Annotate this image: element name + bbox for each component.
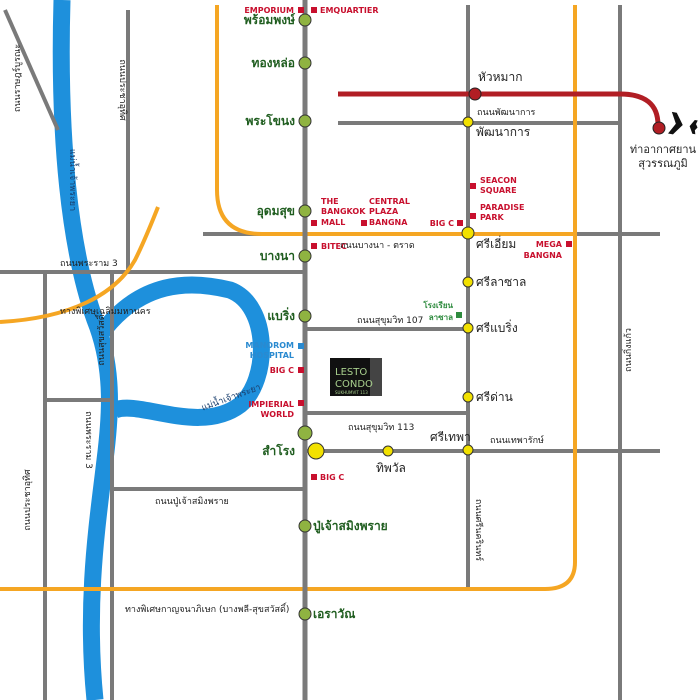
road-label: ถนนประชาอุทิศ bbox=[117, 59, 128, 121]
road-label: ถนนประชาอุทิศ bbox=[22, 469, 33, 531]
airplane-icon bbox=[666, 111, 698, 135]
poi-label: HOSPITAL bbox=[250, 351, 294, 360]
chao-phraya-river bbox=[52, 0, 118, 700]
yellow-station-dots bbox=[307, 116, 475, 460]
poi-label: PLAZA bbox=[369, 207, 399, 216]
chao-phraya-river-loop bbox=[93, 276, 270, 426]
station-label: ปู่เจ้าสมิงพราย bbox=[313, 519, 388, 534]
road-label: ถนนพระราม 3 bbox=[83, 411, 93, 469]
poi-label: BANGNA bbox=[524, 251, 563, 260]
station-label: บางนา bbox=[260, 249, 295, 263]
station-label: พัฒนาการ bbox=[476, 125, 531, 139]
road-label: ถนนพัฒนาการ bbox=[477, 108, 536, 118]
poi-label: EMQUARTIER bbox=[320, 6, 379, 15]
poi-label: ลาซาล bbox=[429, 313, 453, 322]
poi-label: BIG C bbox=[430, 219, 454, 228]
road-label: ถนนพระราม 3 bbox=[60, 259, 118, 269]
airport-label-1: ท่าอากาศยาน bbox=[630, 143, 697, 156]
poi-label: BITEC bbox=[321, 242, 347, 251]
station-label: ศรีลาซาล bbox=[476, 275, 526, 289]
road-label: ถนนปู่เจ้าสมิงพราย bbox=[155, 496, 229, 507]
poi-label: CENTRAL bbox=[369, 197, 410, 206]
station-label: สำโรง bbox=[262, 443, 295, 458]
station-label: พร้อมพงษ์ bbox=[244, 13, 295, 27]
station-label: พระโขนง bbox=[245, 113, 295, 128]
poi-label: SEACON bbox=[480, 176, 517, 185]
station-label: หัวหมาก bbox=[478, 70, 522, 84]
poi-label: PARADISE bbox=[480, 203, 525, 212]
poi-label: PARK bbox=[480, 213, 504, 222]
road-label: ทางพิเศษกาญจนาภิเษก (บางพลี-สุขสวัสดิ์) bbox=[125, 602, 289, 615]
poi-label: BANGKOK bbox=[321, 207, 366, 216]
road-label: ถนนศรีนครินทร์ bbox=[473, 499, 485, 561]
poi-label: BIG C bbox=[320, 473, 344, 482]
poi-label: MALL bbox=[321, 218, 345, 227]
condo-sub: SUKHUMVIT 113 bbox=[335, 390, 368, 395]
station-label: ศรีเอี่ยม bbox=[476, 235, 516, 251]
poi-label: WORLD bbox=[260, 410, 294, 419]
poi-label: MANOROM bbox=[245, 341, 294, 350]
poi-label: MEGA bbox=[536, 240, 563, 249]
road-label: ถนนบางนา - ตราด bbox=[340, 241, 415, 251]
station-label: เอราวัณ bbox=[313, 607, 355, 621]
condo-title-2: CONDO bbox=[335, 379, 373, 390]
poi-label: BANGNA bbox=[369, 218, 408, 227]
poi-label: BIG C bbox=[270, 366, 294, 375]
poi-label: IMPIERIAL bbox=[248, 400, 294, 409]
airport-rail-link bbox=[338, 91, 661, 126]
station-label: ทองหล่อ bbox=[252, 56, 295, 70]
green-station-dots bbox=[297, 13, 313, 621]
station-label: ศรีด่าน bbox=[476, 390, 513, 404]
road-label: ทางพิเศษเฉลิมมหานคร bbox=[60, 306, 151, 317]
expressways bbox=[0, 5, 577, 591]
station-label: อุดมสุข bbox=[257, 204, 295, 219]
road-label: ถนนสุขสวัสดิ์ bbox=[94, 313, 107, 366]
airport-station bbox=[652, 121, 666, 135]
road-label: ถนนราษฎร์บูรณะ bbox=[11, 44, 23, 112]
poi-label: โรงเรียน bbox=[422, 300, 453, 310]
condo-title-1: LESTO bbox=[335, 367, 367, 378]
poi-markers bbox=[298, 7, 572, 480]
airport-label-2: สุวรรณภูมิ bbox=[638, 157, 687, 170]
road-label: ถนนสุขุมวิท 113 bbox=[348, 422, 414, 433]
road-label: ถนนสุขุมวิท 107 bbox=[357, 315, 423, 326]
poi-label: EMPORIUM bbox=[244, 6, 294, 15]
station-label: แบริ่ง bbox=[267, 307, 295, 323]
station-label: ทิพวัล bbox=[376, 461, 406, 475]
station-label: ศรีเทพา bbox=[430, 430, 471, 444]
grey-roads bbox=[0, 5, 660, 700]
station-label: ศรีแบริ่ง bbox=[476, 319, 518, 335]
poi-label: SQUARE bbox=[480, 186, 517, 195]
huamak-station bbox=[468, 87, 482, 101]
road-label: ถนนเทพารักษ์ bbox=[490, 434, 544, 446]
road-label: ถนนกิ่งแก้ว bbox=[621, 328, 634, 372]
river-label: แม่น้ำเจ้าพระยา bbox=[67, 149, 80, 211]
poi-label: THE bbox=[321, 197, 339, 206]
